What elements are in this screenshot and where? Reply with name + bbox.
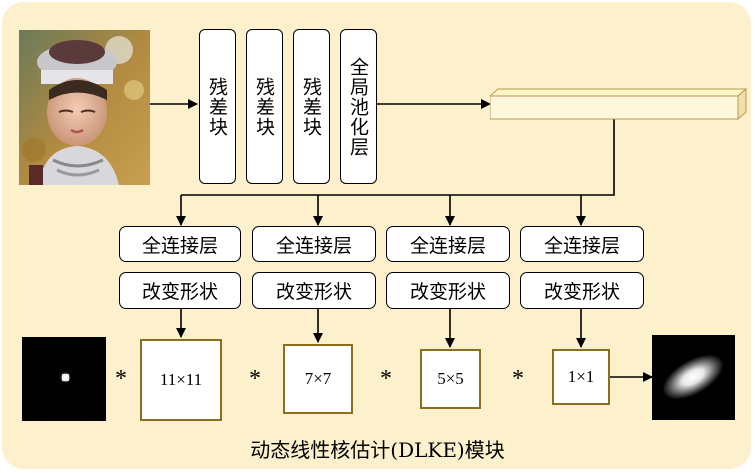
kernel-1x1: 1×1 <box>552 349 610 405</box>
convolution-symbol-4: * <box>512 366 524 392</box>
reshape-3: 改变形状 <box>386 272 510 309</box>
residual-block-1: 残差块 <box>199 29 236 184</box>
kernel-1x1-label: 1×1 <box>567 367 595 386</box>
fc-layer-2-label: 全连接层 <box>275 234 352 257</box>
kernel-11x11-label: 11×11 <box>159 370 203 389</box>
global-pooling-layer-label: 全局池化层 <box>347 56 369 157</box>
feature-vector-bar <box>490 88 748 120</box>
delta-kernel-image <box>22 337 106 421</box>
convolution-symbol-2: * <box>249 366 261 392</box>
fc-layer-3: 全连接层 <box>386 226 510 262</box>
reshape-2: 改变形状 <box>252 272 376 309</box>
residual-block-3: 残差块 <box>293 29 330 184</box>
kernel-7x7: 7×7 <box>283 344 353 414</box>
residual-block-2: 残差块 <box>246 29 283 184</box>
kernel-5x5-label: 5×5 <box>437 369 464 388</box>
residual-block-2-label: 残差块 <box>253 76 275 137</box>
fc-layer-1-label: 全连接层 <box>141 234 218 257</box>
kernel-11x11: 11×11 <box>140 339 222 421</box>
convolution-symbol-3: * <box>380 366 392 392</box>
kernel-7x7-label: 7×7 <box>304 369 332 388</box>
fc-layer-4-label: 全连接层 <box>543 234 620 257</box>
reshape-1-label: 改变形状 <box>141 281 218 303</box>
convolution-symbol-1: * <box>115 366 127 392</box>
reshape-3-label: 改变形状 <box>409 281 486 303</box>
fc-layer-4: 全连接层 <box>520 226 644 262</box>
fc-layer-1: 全连接层 <box>119 226 241 262</box>
input-image <box>19 30 150 185</box>
reshape-1: 改变形状 <box>119 272 241 309</box>
feature-distribution-line <box>181 118 615 196</box>
reshape-2-label: 改变形状 <box>275 281 352 303</box>
kernel-5x5: 5×5 <box>420 349 481 409</box>
reshape-4-label: 改变形状 <box>543 281 620 303</box>
residual-block-3-label: 残差块 <box>300 76 322 137</box>
output-blur-kernel-image <box>652 335 735 420</box>
fc-layer-3-label: 全连接层 <box>409 234 486 257</box>
fc-layer-2: 全连接层 <box>252 226 376 262</box>
residual-block-1-label: 残差块 <box>206 76 228 137</box>
reshape-4: 改变形状 <box>520 272 644 309</box>
diagram-caption: 动态线性核估计(DLKE)模块 <box>250 438 505 462</box>
global-pooling-layer: 全局池化层 <box>340 29 377 184</box>
